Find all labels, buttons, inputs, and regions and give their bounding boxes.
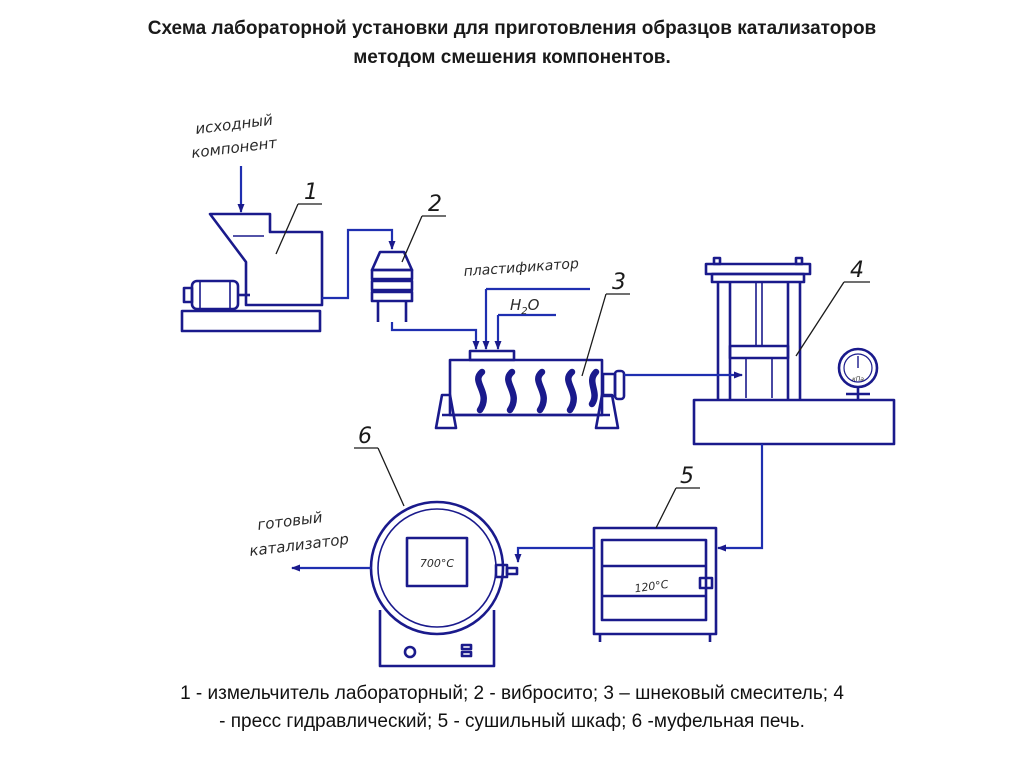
callout-5: 5 [680, 464, 694, 489]
source-label-line1: исходный [194, 111, 274, 138]
callout-4: 4 [850, 258, 864, 283]
title-line-2: методом смешения компонентов. [353, 47, 671, 68]
crusher-body [208, 212, 324, 307]
callout-leaders [275, 203, 870, 529]
dryer-temperature: 120°С [634, 578, 670, 596]
flow-lines [237, 166, 764, 572]
furnace-temperature: 700°С [420, 557, 454, 570]
legend: 1 - измельчитель лабораторный; 2 - вибро… [30, 680, 994, 736]
product-label-line1: готовый [256, 508, 323, 534]
callout-3: 3 [612, 270, 626, 295]
title-line-1: Схема лабораторной установки для пригото… [147, 18, 877, 39]
vibrating-sieve [370, 250, 414, 322]
source-label-line2: компонент [190, 133, 279, 162]
callout-6: 6 [358, 424, 372, 449]
crusher-base [180, 309, 322, 333]
hydraulic-press [692, 256, 896, 446]
legend-line-1: 1 - измельчитель лабораторный; 2 - вибро… [180, 683, 844, 704]
callout-1: 1 [304, 180, 318, 205]
product-label-line2: катализатор [248, 530, 350, 560]
gauge-unit: кПа [852, 376, 864, 383]
crusher-unit [180, 212, 324, 333]
diagram-title: Схема лабораторной установки для пригото… [0, 14, 1024, 72]
drying-oven [592, 526, 718, 642]
screw-mixer [434, 349, 626, 430]
water-label: H2O [510, 296, 540, 317]
plasticizer-label: пластификатор [463, 256, 579, 280]
legend-line-2: - пресс гидравлический; 5 - сушильный шк… [219, 711, 805, 732]
callout-2: 2 [428, 192, 442, 217]
crusher-motor [190, 279, 240, 311]
muffle-furnace [369, 500, 519, 668]
